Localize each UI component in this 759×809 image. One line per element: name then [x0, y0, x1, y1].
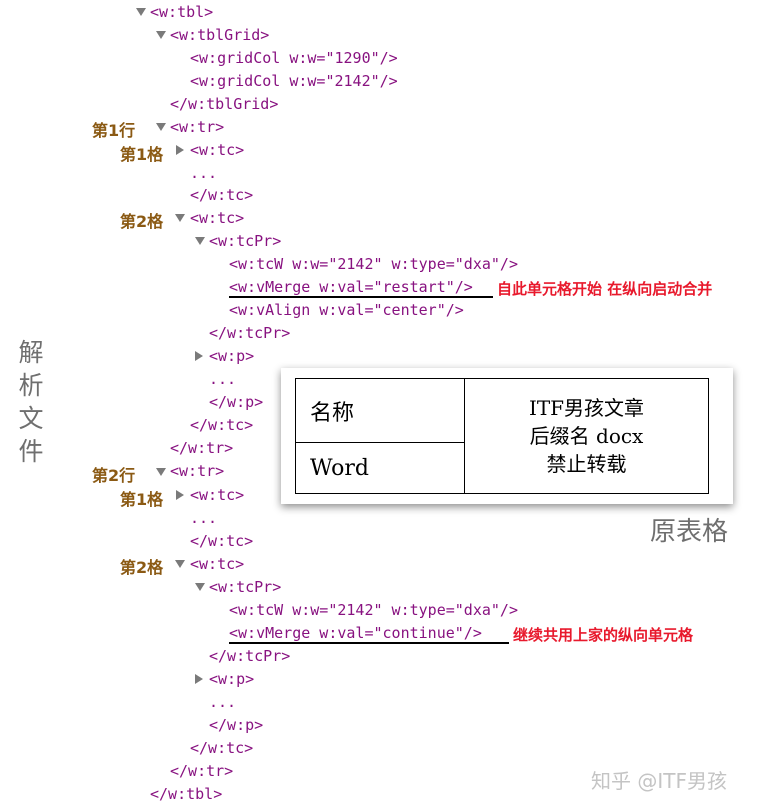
- cell-word: Word: [295, 442, 465, 494]
- side-title-char: 解: [18, 338, 44, 367]
- cell-label: 第1格: [120, 145, 164, 164]
- cell-label: 第1格: [120, 490, 164, 509]
- collapse-triangle-icon[interactable]: [175, 560, 185, 568]
- xml-line: </w:tblGrid>: [170, 95, 279, 113]
- side-title-char: 文: [18, 404, 44, 433]
- xml-line: <w:p>: [209, 347, 255, 365]
- xml-line: </w:tcPr>: [209, 324, 291, 342]
- watermark: 知乎 @ITF男孩: [591, 769, 727, 793]
- collapse-triangle-icon[interactable]: [136, 8, 146, 16]
- preview-table: 名称 ITF男孩文章 后缀名 docx 禁止转载 Word: [295, 377, 709, 494]
- xml-line: </w:tc>: [190, 416, 254, 434]
- side-title-char: 件: [18, 437, 44, 466]
- collapse-triangle-icon[interactable]: [175, 214, 185, 222]
- annotation-continue: 继续共用上家的纵向单元格: [513, 626, 694, 644]
- xml-line: <w:tbl>: [150, 3, 214, 21]
- cell-label: 第2格: [120, 558, 164, 577]
- xml-line: <w:tc>: [190, 209, 245, 227]
- xml-line: <w:tcPr>: [209, 232, 282, 250]
- xml-line: <w:vAlign w:val="center"/>: [229, 301, 464, 319]
- xml-line: </w:tbl>: [150, 785, 223, 803]
- expand-triangle-icon[interactable]: [176, 145, 184, 155]
- collapse-triangle-icon[interactable]: [195, 237, 205, 245]
- xml-line: <w:tc>: [190, 486, 245, 504]
- caption-original-table: 原表格: [650, 517, 729, 547]
- xml-line: </w:tcPr>: [209, 647, 291, 665]
- xml-line: <w:tcW w:w="2142" w:type="dxa"/>: [229, 255, 518, 273]
- xml-line: ...: [209, 693, 237, 711]
- cell-label: 第2格: [120, 212, 164, 231]
- xml-line: </w:tr>: [170, 439, 234, 457]
- xml-line: </w:tr>: [170, 762, 234, 780]
- expand-triangle-icon[interactable]: [195, 674, 203, 684]
- side-title: 解 析 文 件: [18, 336, 44, 468]
- expand-triangle-icon[interactable]: [176, 490, 184, 500]
- xml-line: ...: [209, 370, 237, 388]
- merged-line: ITF男孩文章: [528, 396, 645, 420]
- collapse-triangle-icon[interactable]: [156, 468, 166, 476]
- expand-triangle-icon[interactable]: [195, 351, 203, 361]
- merged-cell: ITF男孩文章 后缀名 docx 禁止转载: [464, 378, 709, 494]
- table-preview-card: 名称 ITF男孩文章 后缀名 docx 禁止转载 Word: [281, 368, 733, 504]
- side-title-char: 析: [18, 371, 44, 400]
- underline: [229, 642, 509, 644]
- row-label: 第1行: [92, 121, 136, 140]
- annotation-restart: 自此单元格开始 在纵向启动合并: [497, 280, 713, 298]
- xml-line: <w:tcPr>: [209, 578, 282, 596]
- xml-line-vmerge-restart: <w:vMerge w:val="restart"/>: [229, 278, 473, 296]
- collapse-triangle-icon[interactable]: [156, 123, 166, 131]
- merged-line: 禁止转载: [546, 452, 627, 476]
- collapse-triangle-icon[interactable]: [156, 31, 166, 39]
- xml-line: ...: [190, 164, 218, 182]
- xml-line: ...: [190, 509, 218, 527]
- xml-line: <w:tc>: [190, 141, 245, 159]
- row-label: 第2行: [92, 466, 136, 485]
- xml-line-vmerge-continue: <w:vMerge w:val="continue"/>: [229, 624, 482, 642]
- xml-line: <w:gridCol w:w="1290"/>: [190, 49, 398, 67]
- xml-line: </w:tc>: [190, 186, 254, 204]
- xml-line: <w:gridCol w:w="2142"/>: [190, 72, 398, 90]
- xml-line: </w:p>: [209, 716, 264, 734]
- xml-line: <w:p>: [209, 670, 255, 688]
- underline: [229, 296, 493, 298]
- collapse-triangle-icon[interactable]: [195, 583, 205, 591]
- xml-line: <w:tr>: [170, 118, 225, 136]
- merged-line: 后缀名 docx: [529, 424, 644, 448]
- xml-line: </w:p>: [209, 393, 264, 411]
- xml-line: <w:tc>: [190, 555, 245, 573]
- xml-line: </w:tc>: [190, 532, 254, 550]
- xml-line: <w:tcW w:w="2142" w:type="dxa"/>: [229, 601, 518, 619]
- xml-line: <w:tr>: [170, 462, 225, 480]
- cell-name: 名称: [295, 377, 465, 444]
- xml-line: </w:tc>: [190, 739, 254, 757]
- xml-line: <w:tblGrid>: [170, 26, 270, 44]
